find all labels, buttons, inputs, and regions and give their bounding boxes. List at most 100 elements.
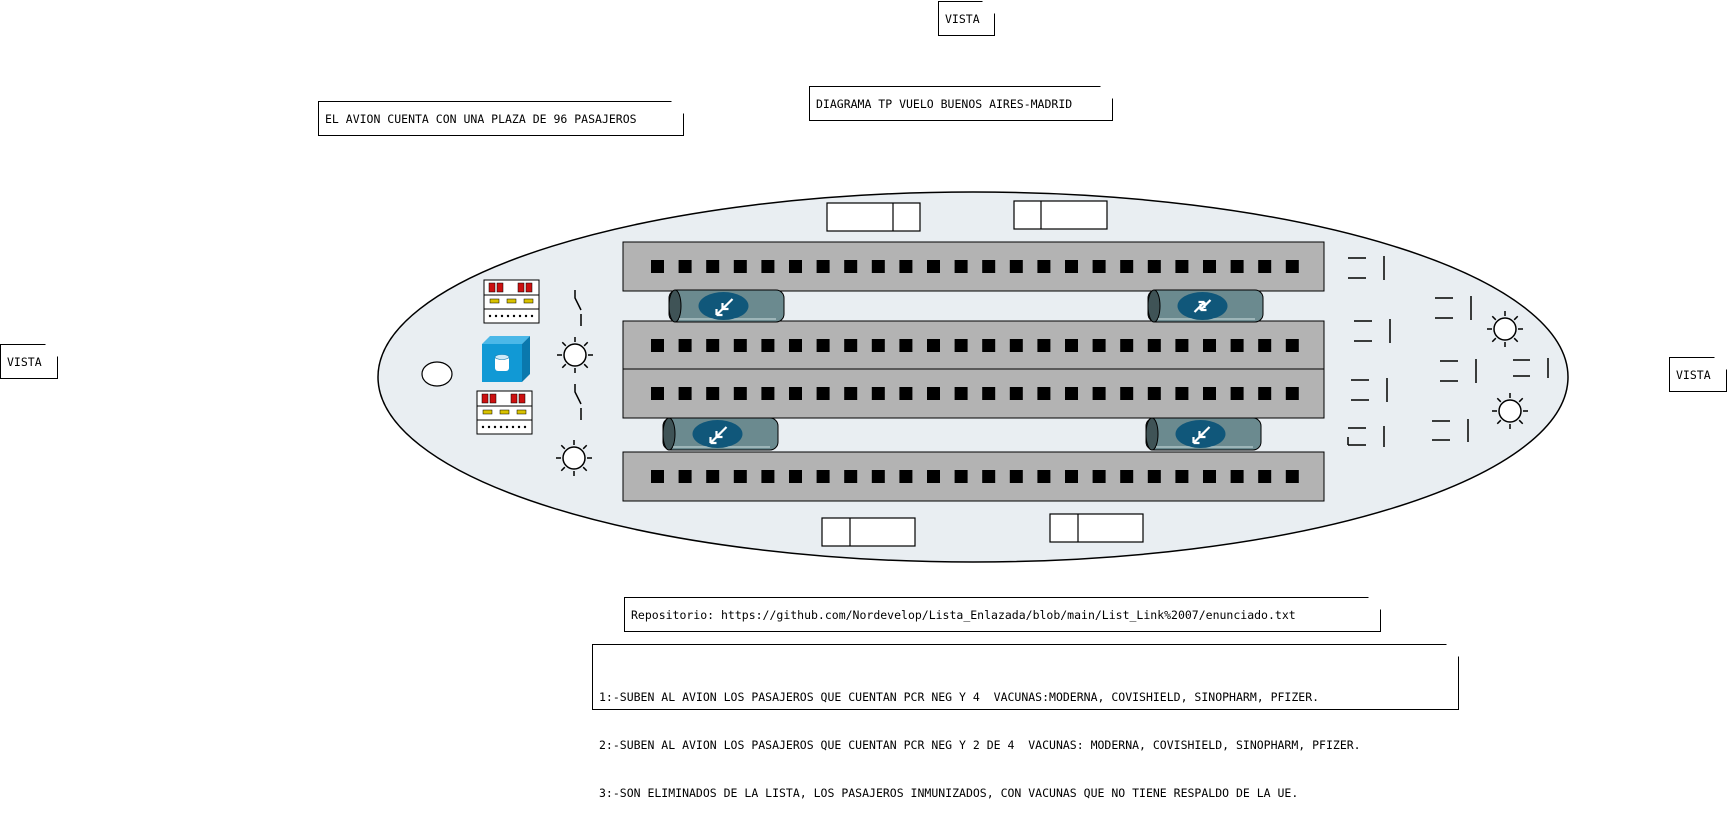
seat-icon bbox=[844, 470, 858, 483]
connector-cap bbox=[1145, 417, 1159, 451]
panel-bar bbox=[489, 298, 500, 304]
panel-dot bbox=[524, 314, 528, 318]
equipment-mark bbox=[1513, 358, 1549, 378]
sun-light-icon bbox=[556, 440, 592, 476]
arrows-icon bbox=[1192, 426, 1211, 445]
light-ray bbox=[582, 444, 588, 450]
cockpit-window bbox=[421, 361, 453, 387]
panel-led bbox=[489, 393, 497, 404]
repository-text: Repositorio: https://github.com/Nordevel… bbox=[631, 607, 1296, 622]
plane-diagram bbox=[377, 191, 1569, 563]
equipment-mark bbox=[1347, 426, 1385, 447]
arrows-icon bbox=[715, 298, 734, 317]
connector-cap bbox=[668, 289, 682, 323]
panel-led bbox=[517, 282, 525, 293]
seat-icon bbox=[816, 470, 830, 483]
seat-icon bbox=[761, 260, 775, 273]
seat-icon bbox=[1258, 260, 1272, 273]
seat-icon bbox=[816, 387, 830, 400]
panel-dot bbox=[517, 425, 521, 429]
light-bulb bbox=[1498, 399, 1522, 423]
seat-icon bbox=[1120, 260, 1134, 273]
door-frame bbox=[1049, 513, 1144, 543]
seat-icon bbox=[706, 470, 720, 483]
seat-icon bbox=[733, 470, 747, 483]
seat-icon bbox=[678, 339, 692, 352]
panel-dot bbox=[481, 425, 485, 429]
seat-icon bbox=[1147, 339, 1161, 352]
capacity-note: EL AVION CUENTA CON UNA PLAZA DE 96 PASA… bbox=[318, 101, 684, 136]
seat-icon bbox=[678, 470, 692, 483]
seat-icon bbox=[816, 260, 830, 273]
seat-icon bbox=[761, 339, 775, 352]
seat-icon bbox=[871, 470, 885, 483]
light-ray bbox=[1496, 419, 1502, 425]
seat-icon bbox=[678, 387, 692, 400]
vista-left-note: VISTA bbox=[0, 344, 58, 379]
seat-icon bbox=[789, 470, 802, 483]
repository-note: Repositorio: https://github.com/Nordevel… bbox=[624, 597, 1381, 632]
seat-icon bbox=[954, 470, 968, 483]
seat-icon bbox=[706, 339, 720, 352]
seat-icon bbox=[1285, 339, 1299, 352]
panel-dot bbox=[523, 425, 527, 429]
seat-row-body bbox=[622, 241, 1325, 292]
light-bulb bbox=[563, 343, 587, 367]
vista-top-note: VISTA bbox=[938, 1, 995, 36]
equipment-mark bbox=[1440, 359, 1477, 383]
seat-icon bbox=[982, 387, 996, 400]
panel-dot bbox=[494, 314, 498, 318]
seat-icon bbox=[899, 470, 913, 483]
sun-light-icon bbox=[557, 337, 593, 373]
seat-icon bbox=[1147, 260, 1161, 273]
seat-icon bbox=[1065, 387, 1078, 400]
seat-icon bbox=[733, 387, 747, 400]
seat-icon bbox=[1230, 339, 1244, 352]
arrow-down-left bbox=[1192, 432, 1205, 445]
vista-left-text: VISTA bbox=[7, 354, 42, 369]
door-frame bbox=[821, 517, 916, 547]
light-ray bbox=[1491, 315, 1497, 321]
seat-icon bbox=[1230, 260, 1244, 273]
seat-icon bbox=[1175, 470, 1189, 483]
seat-icon bbox=[954, 339, 968, 352]
door-icon bbox=[826, 202, 921, 232]
seat-icon bbox=[871, 260, 885, 273]
seat-icon bbox=[789, 339, 802, 352]
seat-icon bbox=[1203, 339, 1216, 352]
seat-icon bbox=[1092, 470, 1106, 483]
panel-dot bbox=[500, 314, 504, 318]
seat-icon bbox=[1065, 260, 1078, 273]
seat-icon bbox=[678, 260, 692, 273]
seat-icon bbox=[927, 339, 940, 352]
capacity-text: EL AVION CUENTA CON UNA PLAZA DE 96 PASA… bbox=[325, 111, 637, 126]
storage-side bbox=[522, 336, 530, 382]
seat-icon bbox=[733, 260, 747, 273]
arrows-icon bbox=[709, 426, 728, 445]
storage-cylinder bbox=[495, 356, 509, 371]
seat-icon bbox=[651, 387, 664, 400]
seat-icon bbox=[1120, 387, 1134, 400]
rule-2: 2:-SUBEN AL AVION LOS PASAJEROS QUE CUEN… bbox=[599, 738, 1361, 752]
vista-top-text: VISTA bbox=[945, 11, 980, 26]
seat-icon bbox=[1120, 339, 1134, 352]
light-ray bbox=[1518, 419, 1524, 425]
rack-panel-icon bbox=[476, 390, 533, 435]
panel-bar bbox=[506, 298, 517, 304]
connector-icon bbox=[662, 417, 779, 451]
seat-icon bbox=[1092, 387, 1106, 400]
seat-icon bbox=[651, 470, 664, 483]
equipment-mark bbox=[1351, 378, 1388, 402]
switch-icon bbox=[574, 290, 582, 326]
arrow-down-left bbox=[715, 304, 728, 317]
light-ray bbox=[1491, 337, 1497, 343]
seat-icon bbox=[1009, 260, 1023, 273]
storage-icon bbox=[482, 336, 530, 382]
light-ray bbox=[583, 341, 589, 347]
seat-icon bbox=[844, 260, 858, 273]
light-ray bbox=[1496, 397, 1502, 403]
panel-dot bbox=[505, 425, 509, 429]
light-ray bbox=[560, 466, 566, 472]
seat-icon bbox=[789, 260, 802, 273]
connector-cap bbox=[1147, 289, 1161, 323]
